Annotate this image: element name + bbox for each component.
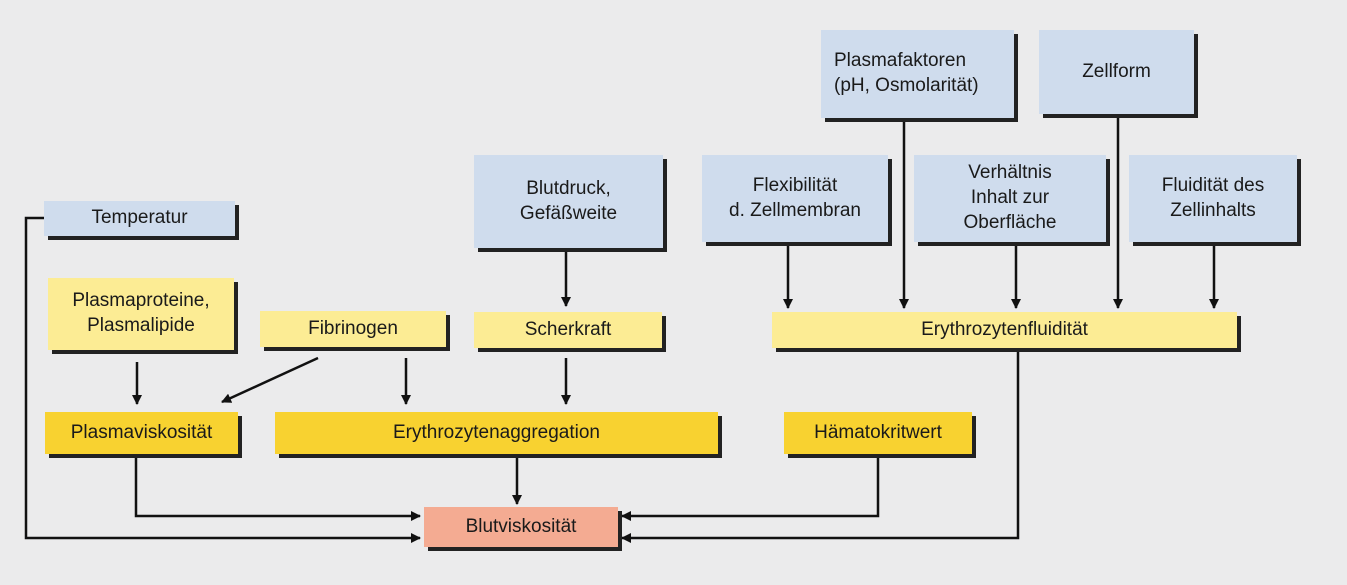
node-zellform: Zellform: [1039, 30, 1194, 114]
node-fibrinogen: Fibrinogen: [260, 311, 446, 347]
node-erythrozytenfluiditaet: Erythrozytenfluidität: [772, 312, 1237, 348]
arrow-fibrinogen-plasmaviskositaet: [221, 356, 319, 404]
node-verhaeltnis: Verhältnis Inhalt zur Oberfläche: [914, 155, 1106, 242]
node-plasmaviskositaet: Plasmaviskosität: [45, 412, 238, 454]
arrow-haematokritwert-blutviskositaet: [621, 458, 880, 521]
node-erythrozytenaggregation: Erythrozytenaggregation: [275, 412, 718, 454]
node-fluiditaet-inhalt: Fluidität des Zellinhalts: [1129, 155, 1297, 242]
node-blutviskositaet: Blutviskosität: [424, 507, 618, 547]
node-plasmafaktoren: Plasmafaktoren (pH, Osmolarität): [821, 30, 1014, 118]
arrow-erythrozytenfluiditaet-blutviskositaet: [621, 350, 1020, 543]
node-scherkraft: Scherkraft: [474, 312, 662, 348]
arrow-plasmaviskositaet-blutviskositaet: [134, 458, 421, 521]
node-temperatur: Temperatur: [44, 201, 235, 236]
arrow-temperatur-blutviskositaet: [24, 216, 421, 543]
node-flexibilitaet: Flexibilität d. Zellmembran: [702, 155, 888, 242]
node-plasmaproteine: Plasmaproteine, Plasmalipide: [48, 278, 234, 350]
node-haematokritwert: Hämatokritwert: [784, 412, 972, 454]
node-blutdruck: Blutdruck, Gefäßweite: [474, 155, 663, 248]
